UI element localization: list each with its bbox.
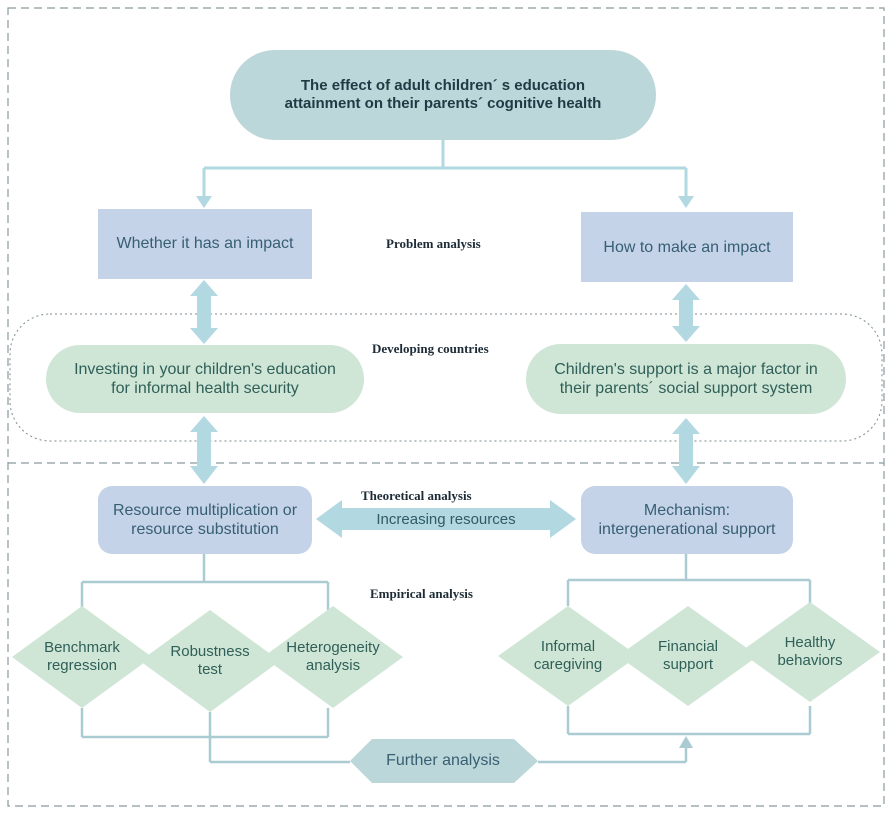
outer-frame — [7, 7, 885, 807]
section-label-developing: Developing countries — [372, 341, 489, 356]
benchmark-regression-text: Benchmark regression — [44, 639, 120, 674]
left-context-pill — [46, 345, 364, 413]
right-context-pill — [526, 344, 846, 414]
heterogeneity-analysis-text: Heterogeneity analysis — [286, 639, 380, 674]
right-lower-double-arrow — [672, 418, 700, 484]
section-label-theoretical: Theoretical analysis — [361, 488, 472, 503]
right-upper-double-arrow — [672, 284, 700, 342]
developing-region — [9, 313, 883, 442]
further-analysis-text: Further analysis — [386, 752, 500, 770]
section-label-empirical: Empirical analysis — [370, 586, 473, 601]
informal-caregiving-text: Informal caregiving — [533, 638, 603, 673]
increasing-resources-label: Increasing resources — [376, 511, 516, 528]
right-theory-text: Mechanism: intergenerational support — [598, 501, 776, 538]
diagram-title: The effect of adult children´ s educatio… — [284, 77, 602, 112]
empirical-bracket-lines — [80, 554, 812, 764]
diamond-healthy-behaviors — [740, 602, 880, 702]
left-question-text: Whether it has an impact — [116, 235, 294, 253]
left-question-box — [98, 209, 312, 279]
branch-connector — [202, 140, 688, 198]
left-lower-double-arrow — [190, 416, 218, 484]
healthy-behaviors-text: Healthy behaviors — [777, 634, 843, 669]
diamond-robustness — [140, 610, 280, 712]
financial-support-text: Financial support — [657, 638, 719, 673]
further-analysis-hexagon — [350, 739, 538, 783]
right-question-text: How to make an impact — [603, 239, 771, 257]
left-upper-double-arrow — [190, 280, 218, 344]
right-theory-box — [581, 486, 793, 554]
title-pill — [230, 50, 656, 140]
arrow-to-left-question — [196, 196, 212, 208]
diamond-benchmark — [12, 606, 152, 708]
diamond-heterogeneity — [263, 606, 403, 708]
right-context-text: Children's support is a major factor in … — [554, 360, 818, 397]
robustness-test-text: Robustness test — [170, 643, 250, 678]
left-context-text: Investing in your children's education f… — [74, 360, 336, 397]
arrow-to-right-question — [678, 196, 694, 208]
diamond-financial-support — [618, 606, 758, 706]
section-label-problem: Problem analysis — [386, 236, 481, 251]
diamond-informal-caregiving — [498, 606, 638, 706]
left-theory-text: Resource multiplication or resource subs… — [112, 501, 298, 538]
right-question-box — [581, 212, 793, 282]
increasing-resources-arrow — [316, 500, 576, 538]
arrow-to-channels — [679, 736, 693, 748]
left-theory-box — [98, 486, 312, 554]
